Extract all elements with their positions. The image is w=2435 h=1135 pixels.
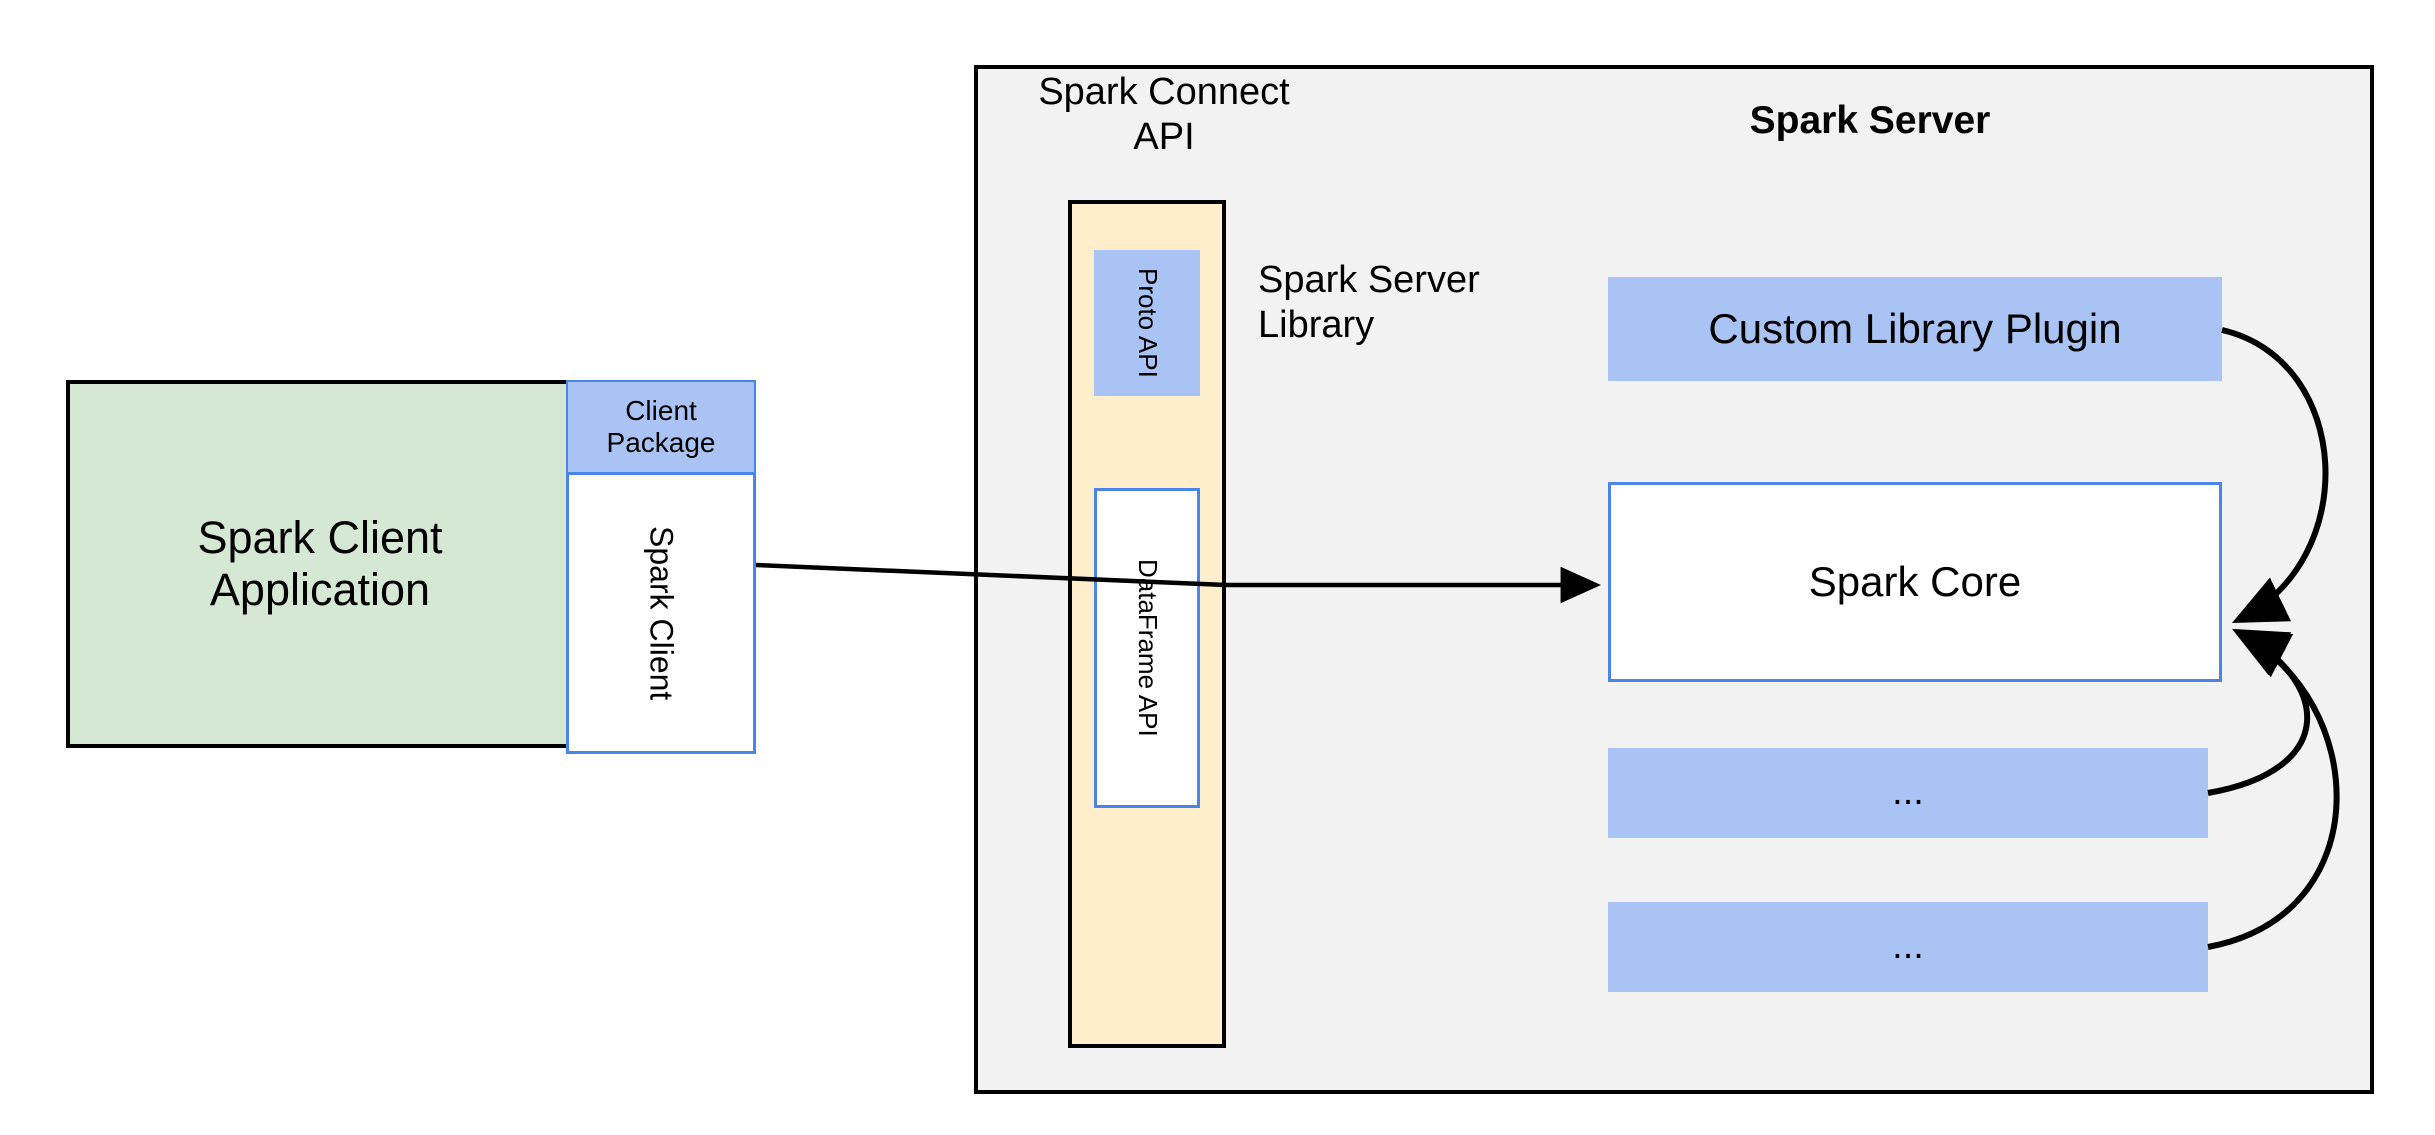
client-package-label: Client Package	[606, 394, 716, 458]
client-package-box[interactable]: Client Package	[566, 380, 756, 472]
spark-client-application-box[interactable]: Spark Client Application	[66, 380, 574, 748]
proto-api-box[interactable]: Proto API	[1094, 250, 1200, 396]
ellipsis-two-label: ...	[1892, 925, 1924, 968]
dataframe-api-box[interactable]: DataFrame API	[1094, 488, 1200, 808]
spark-core-box[interactable]: Spark Core	[1608, 482, 2222, 682]
custom-library-plugin-label: Custom Library Plugin	[1708, 304, 2122, 352]
dataframe-api-label: DataFrame API	[1132, 559, 1163, 737]
spark-server-library-label: Spark Server Library	[1258, 259, 1480, 346]
proto-api-label: Proto API	[1132, 268, 1163, 378]
spark-client-box[interactable]: Spark Client	[566, 472, 756, 754]
ellipsis-two-box[interactable]: ...	[1608, 902, 2208, 992]
ellipsis-one-label: ...	[1892, 771, 1924, 814]
spark-client-label: Spark Client	[643, 525, 680, 701]
spark-connect-api-label: Spark Connect API	[1038, 71, 1290, 158]
spark-client-application-label: Spark Client Application	[197, 512, 443, 615]
custom-library-plugin-box[interactable]: Custom Library Plugin	[1608, 277, 2222, 381]
spark-core-label: Spark Core	[1808, 557, 2022, 605]
spark-server-title: Spark Server	[1749, 99, 1991, 142]
ellipsis-one-box[interactable]: ...	[1608, 748, 2208, 838]
